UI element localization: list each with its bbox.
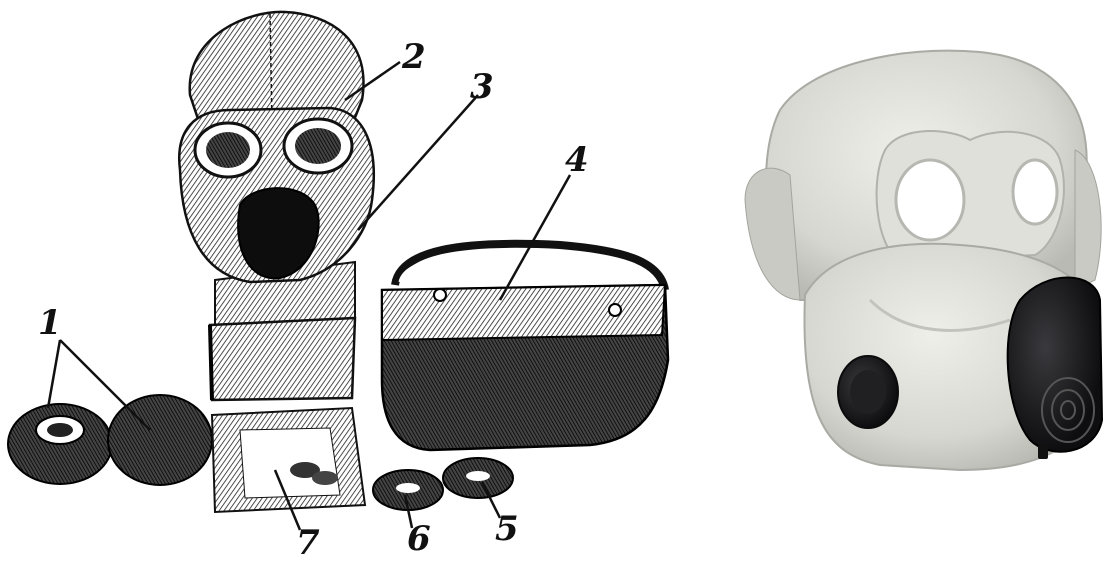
gas-mask-photo: [745, 51, 1102, 470]
callout-1: 1: [38, 306, 62, 340]
helmet-mask-drawing: [179, 12, 374, 282]
callout-7: 7: [296, 526, 320, 560]
bag-drawing: [382, 244, 668, 450]
drawing-stand: [210, 262, 355, 400]
callout-4: 4: [565, 143, 589, 177]
box-drawing: [212, 408, 365, 512]
callout-6: 6: [407, 522, 431, 556]
callout-2: 2: [402, 40, 426, 74]
callout-3: 3: [470, 70, 494, 104]
callout-5: 5: [495, 512, 519, 546]
